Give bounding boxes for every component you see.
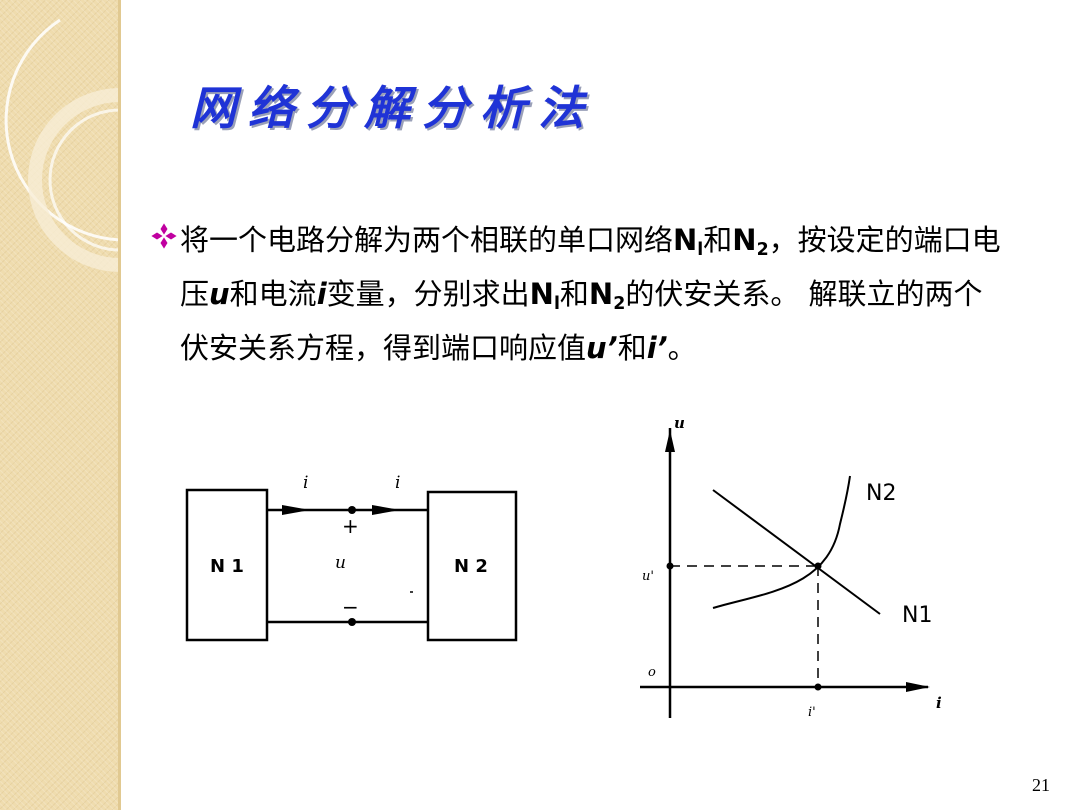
body-text: 。 — [667, 331, 697, 366]
body-text: ，按设定的端口电压 — [180, 223, 1001, 312]
n2-symbol: N — [588, 277, 614, 312]
bottom-terminal — [348, 618, 356, 626]
body-text: 的伏安关系。 解联立的两个伏安关系方程，得到端口响应值 — [180, 277, 983, 366]
n1-label: N 1 — [210, 556, 244, 577]
i-prime-variable: i’ — [646, 331, 668, 366]
body-text: 变量，分别求出 — [326, 277, 530, 312]
n1-curve-label: N1 — [902, 603, 932, 628]
bullet-paragraph: 将一个电路分解为两个相联的单口网络Nl和N2，按设定的端口电压u和电流i变量，分… — [180, 218, 1010, 370]
y-axis-label: u — [674, 414, 685, 432]
u-prime-point — [666, 562, 674, 570]
body-text: 将一个电路分解为两个相联的单口网络 — [180, 223, 674, 257]
n1-subscript: l — [697, 240, 704, 261]
page-number: 21 — [1032, 775, 1050, 795]
sidebar-ring-decoration — [4, 18, 120, 272]
decorative-sidebar — [0, 0, 120, 810]
diamond-bullet-icon — [151, 223, 177, 249]
sidebar-edge-line — [118, 0, 121, 810]
n1-box — [185, 488, 269, 642]
n2-subscript: 2 — [756, 240, 769, 261]
body-text: 和 — [703, 223, 733, 257]
y-axis-arrow-icon — [665, 430, 675, 452]
body-text: 和电流 — [229, 277, 317, 312]
voltage-label: u — [335, 553, 346, 573]
u-variable: u — [209, 277, 230, 312]
top-terminal — [348, 506, 356, 514]
n1-curve — [712, 489, 881, 615]
ui-characteristic-graph: u i N2 N1 u' i' o — [640, 414, 942, 720]
circuit-diagram: N 1 N 2 i i + u − — [185, 473, 518, 642]
i-prime-label: i' — [808, 705, 816, 720]
x-axis-arrow-icon — [906, 682, 930, 692]
i-variable: i — [316, 277, 327, 312]
current-label-left: i — [303, 473, 308, 493]
n1-subscript: l — [553, 294, 560, 315]
minus-sign: − — [342, 595, 359, 619]
current-label-right: i — [395, 473, 400, 493]
current-arrow-left-icon — [282, 505, 310, 515]
n2-curve-label: N2 — [866, 481, 896, 506]
n1-symbol: N — [529, 277, 554, 312]
u-prime-label: u' — [642, 569, 654, 584]
slide-title: 网络分解分析法 — [190, 81, 596, 135]
plus-sign: + — [342, 514, 359, 538]
n2-label: N 2 — [454, 556, 488, 577]
n2-subscript: 2 — [613, 294, 626, 315]
body-text: 和 — [617, 331, 647, 366]
i-prime-point — [814, 683, 822, 691]
n2-symbol: N — [732, 223, 757, 257]
origin-label: o — [648, 665, 656, 680]
current-arrow-right-icon — [372, 505, 400, 515]
u-prime-variable: u’ — [586, 331, 618, 366]
n2-box — [426, 490, 518, 642]
n2-curve — [712, 475, 851, 609]
n1-symbol: N — [673, 223, 698, 257]
body-text: 和 — [559, 277, 589, 312]
x-axis-label: i — [936, 694, 942, 712]
